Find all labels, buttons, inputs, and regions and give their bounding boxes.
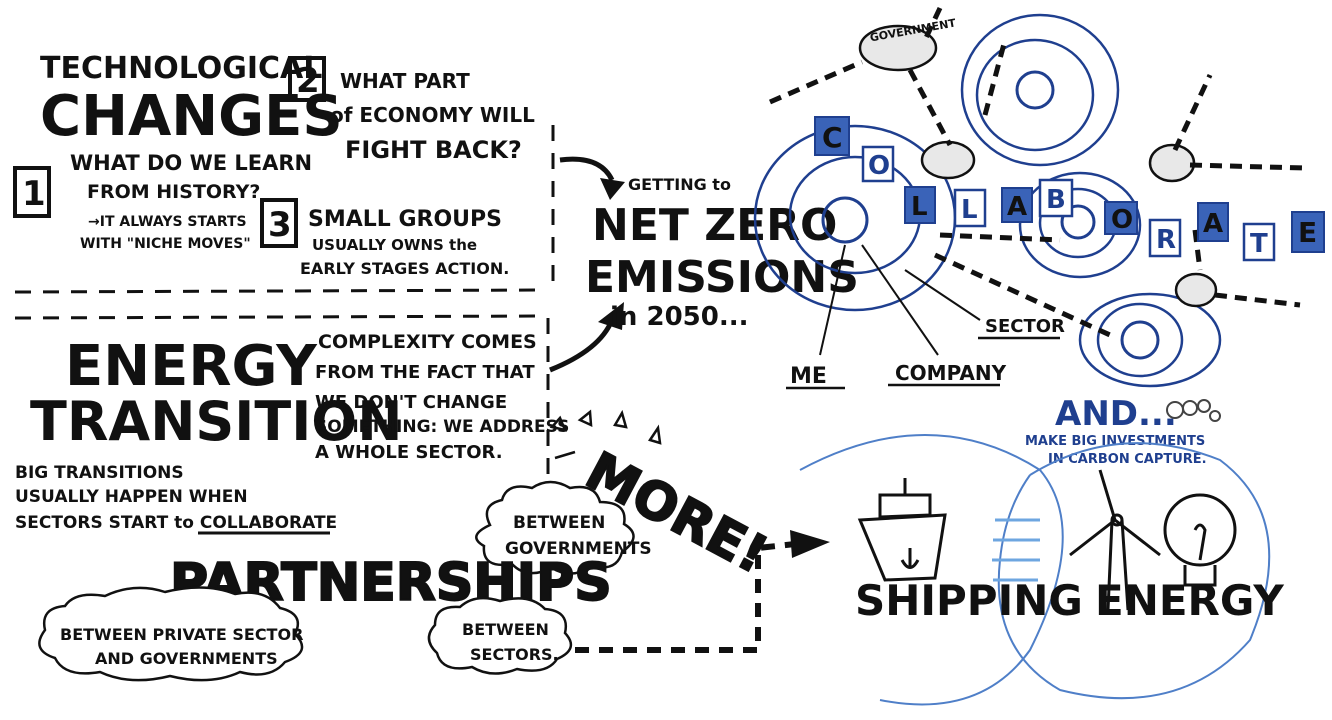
network-pointer-lines [819, 244, 981, 356]
separator-horizontal-bottom [14, 314, 546, 320]
more-burst-rays [549, 409, 662, 460]
collaborate-tile-a1: A [1001, 187, 1033, 223]
title-transition: TRANSITION [30, 390, 402, 453]
ship-icon [857, 478, 947, 582]
wind-turbine-icon [1069, 469, 1161, 611]
big-transitions-line2: USUALLY HAPPEN WHEN [15, 487, 248, 507]
arrow-top-to-netzero [559, 156, 615, 182]
lightbulb-icon [1163, 493, 1237, 587]
arrow-bottom-head [598, 302, 624, 330]
person-icon-sector [1120, 320, 1160, 360]
big-transitions-line3: SECTORS START to COLLABORATE [15, 513, 337, 533]
between-sectors-line1: BETWEEN [462, 620, 549, 639]
collaborate-tile-e: E [1291, 211, 1325, 253]
collaborate-tile-l2: L [953, 188, 987, 228]
box-number-2 [288, 56, 326, 102]
sector-label: SECTOR [985, 316, 1065, 337]
box-number-3 [260, 198, 298, 248]
complexity-line4: SOMETHING: WE ADDRESS [315, 417, 569, 437]
netzero-label: NET ZERO [592, 200, 837, 251]
svg-text:E: E [1298, 216, 1317, 249]
between-governments-line1: BETWEEN [513, 513, 605, 533]
svg-text:L: L [961, 195, 978, 225]
q1-line4: WITH "NICHE MOVES" [80, 236, 251, 252]
box-number-1 [13, 166, 51, 218]
arrow-top-head [600, 178, 625, 200]
collaborate-tile-l1: L [904, 186, 936, 224]
q3-line2: USUALLY OWNS the [312, 236, 477, 254]
q1-line1: WHAT DO WE LEARN [70, 151, 312, 175]
q3-line1: SMALL GROUPS [308, 207, 502, 232]
emissions-label: EMISSIONS [585, 252, 859, 303]
q2-line3: FIGHT BACK? [345, 136, 522, 164]
collaborate-tile-t: T [1242, 222, 1276, 262]
company-label: COMPANY [895, 361, 1007, 385]
collaborate-tile-r: R [1148, 218, 1182, 258]
collaborate-tile-b: B [1038, 178, 1074, 218]
arrow-bottom-to-netzero [549, 318, 615, 373]
private-sector-line2: AND GOVERNMENTS [95, 649, 278, 668]
q2-line2: of ECONOMY WILL [330, 103, 535, 127]
connector-arrowhead [790, 530, 830, 558]
and-label: AND... [1055, 394, 1177, 434]
q1-line2: FROM HISTORY? [87, 181, 260, 203]
cloud-between-governments [475, 480, 635, 575]
year-label: in 2050... [610, 302, 748, 332]
svg-text:B: B [1046, 185, 1066, 215]
carbon-line2: IN CARBON CAPTURE. [1048, 452, 1207, 467]
collaborate-tile-c: C [814, 116, 850, 156]
title-energy: ENERGY [65, 334, 318, 399]
q1-line3: →IT ALWAYS STARTS [88, 214, 247, 230]
influence-rings [753, 13, 1222, 388]
title-changes: CHANGES [40, 84, 343, 149]
number-2: 2 [296, 61, 320, 101]
svg-text:O: O [1111, 205, 1133, 235]
svg-text:A: A [1203, 209, 1223, 239]
collaborate-letters: C O L L A B O R A T E [814, 116, 1325, 262]
collaborate-tile-o1: O [861, 145, 895, 183]
q3-line3: EARLY STAGES ACTION. [300, 259, 509, 278]
svg-text:R: R [1156, 225, 1176, 255]
energy-label: ENERGY [1095, 576, 1284, 625]
bubbles-icon [1166, 399, 1221, 422]
svg-text:A: A [1007, 192, 1027, 222]
getting-to-label: GETTING to [628, 175, 731, 194]
q2-line1: WHAT PART [340, 69, 470, 93]
network-dashed-lines [769, 6, 1306, 338]
complexity-line3: WE DON'T CHANGE [315, 392, 507, 413]
title-technological: TECHNOLOGICAL [40, 51, 322, 86]
cloud-between-sectors [427, 596, 573, 675]
complexity-line2: FROM THE FACT THAT [315, 362, 535, 383]
number-3: 3 [268, 205, 292, 245]
big-transitions-line1: BIG TRANSITIONS [15, 463, 184, 483]
complexity-line1: COMPLEXITY COMES [318, 331, 537, 353]
svg-text:L: L [911, 192, 928, 222]
private-sector-line1: BETWEEN PRIVATE SECTOR [60, 625, 303, 644]
me-label: ME [790, 364, 827, 389]
between-sectors-line2: SECTORS. [470, 645, 559, 664]
between-governments-line2: GOVERNMENTS [505, 539, 652, 559]
venn-circles [799, 434, 1271, 706]
shipping-label: SHIPPING [855, 576, 1083, 625]
complexity-line5: A WHOLE SECTOR. [315, 442, 503, 463]
collaborate-tile-a2: A [1197, 202, 1229, 242]
person-icon-center [1060, 204, 1096, 240]
number-1: 1 [22, 174, 46, 214]
collaborate-tile-o2: O [1104, 201, 1138, 235]
svg-text:C: C [822, 121, 843, 154]
person-icon-top [1015, 70, 1055, 110]
person-icon-me [821, 196, 869, 244]
svg-text:O: O [868, 151, 890, 181]
person-icons [821, 70, 1160, 360]
government-blobs [858, 24, 1218, 308]
cloud-private-sector [38, 586, 304, 682]
svg-text:T: T [1250, 229, 1268, 259]
separator-horizontal-top [14, 288, 546, 294]
